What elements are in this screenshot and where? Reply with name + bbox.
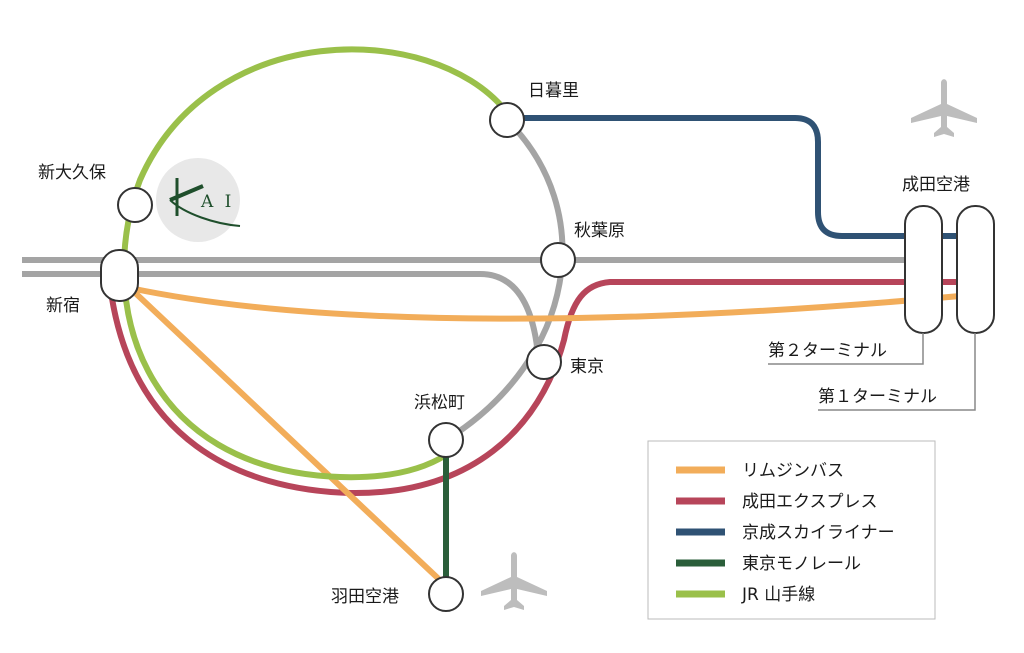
chuo-line bbox=[22, 271, 541, 356]
label-shinokubo: 新大久保 bbox=[38, 163, 106, 183]
yamanote-east-arc bbox=[444, 115, 566, 443]
legend-label: リムジンバス bbox=[742, 461, 844, 481]
label-hamamatsucho: 浜松町 bbox=[414, 393, 465, 413]
limousine-bus-lines bbox=[127, 285, 961, 586]
legend-label: 成田エクスプレス bbox=[742, 492, 878, 512]
label-terminal-2: 第２ターミナル bbox=[768, 341, 887, 361]
station-tokyo[interactable] bbox=[526, 344, 562, 380]
company-logo: A I bbox=[156, 158, 241, 242]
station-haneda[interactable] bbox=[428, 576, 464, 612]
bus-to-narita bbox=[129, 285, 961, 322]
yamanote-line bbox=[121, 46, 508, 481]
station-narita-t1[interactable] bbox=[956, 205, 995, 334]
label-tokyo: 東京 bbox=[570, 357, 604, 377]
label-haneda: 羽田空港 bbox=[331, 587, 399, 607]
bus-to-haneda bbox=[127, 285, 446, 586]
airplane-icon bbox=[911, 79, 977, 137]
legend-label: JR 山手線 bbox=[741, 585, 815, 605]
station-narita-t2[interactable] bbox=[904, 205, 943, 334]
legend-label: 東京モノレール bbox=[742, 554, 861, 574]
legend-label: 京成スカイライナー bbox=[742, 523, 895, 543]
label-akihabara: 秋葉原 bbox=[574, 221, 625, 241]
station-akihabara[interactable] bbox=[540, 242, 576, 278]
narita-express-line bbox=[107, 279, 960, 497]
label-terminal-1: 第１ターミナル bbox=[818, 387, 937, 407]
keisei-skyliner-line bbox=[520, 115, 960, 239]
airplane-icon bbox=[481, 552, 547, 610]
label-nippori: 日暮里 bbox=[528, 81, 579, 101]
station-shinjuku[interactable] bbox=[100, 249, 139, 302]
station-shinokubo[interactable] bbox=[117, 187, 153, 223]
terminal-callouts bbox=[768, 333, 976, 411]
station-hamamatsucho[interactable] bbox=[428, 422, 464, 458]
station-nippori[interactable] bbox=[489, 102, 525, 138]
station-markers bbox=[100, 102, 995, 612]
label-narita: 成田空港 bbox=[902, 175, 970, 195]
logo-text: A I bbox=[200, 192, 234, 212]
jr-grey-lines bbox=[22, 115, 905, 443]
label-shinjuku: 新宿 bbox=[46, 296, 80, 316]
